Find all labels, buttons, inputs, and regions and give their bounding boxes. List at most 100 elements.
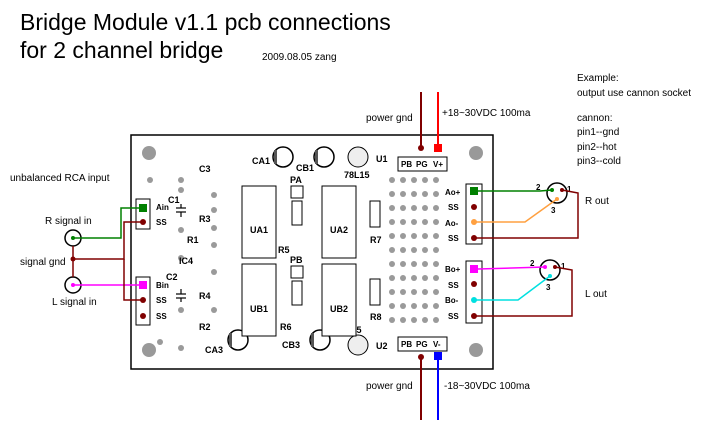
- cap-ca1-label: CA1: [252, 156, 270, 166]
- xlr-r-pin2: 2: [536, 183, 541, 192]
- pin-label-bo-plus: Bo+: [445, 265, 461, 274]
- power-top-voltage: +18~30VDC 100ma: [442, 108, 531, 119]
- cap-cb1: [313, 146, 335, 168]
- proto-pad: [389, 317, 395, 323]
- xlr-l-pin3: 3: [546, 283, 551, 292]
- regulator-u1: [347, 146, 369, 168]
- board-pad: [211, 225, 217, 231]
- proto-pad: [389, 303, 395, 309]
- cap-ca3-label: CA3: [205, 345, 223, 355]
- res-r3-label: R3: [199, 214, 211, 224]
- input-heading: unbalanced RCA input: [10, 173, 110, 184]
- wire-gnd-a: [73, 221, 143, 260]
- proto-pad: [422, 219, 428, 225]
- pin-label-ain: Ain: [156, 203, 169, 212]
- proto-pad: [422, 317, 428, 323]
- proto-pad: [389, 289, 395, 295]
- proto-pad: [422, 177, 428, 183]
- pin-label-vplus: V+: [433, 160, 443, 169]
- cap-c2-symbol: [176, 289, 186, 302]
- pin-label-pg-top: PG: [416, 160, 428, 169]
- chip-ub2: [321, 263, 357, 337]
- cap-cb3-label: CB3: [282, 340, 300, 350]
- pin-label-bo-ss2: SS: [448, 312, 459, 321]
- power-gnd-top-label: power gnd: [366, 113, 413, 124]
- proto-pad: [433, 317, 439, 323]
- res-r2-label: R2: [199, 322, 211, 332]
- pin-label-bo-ss1: SS: [448, 281, 459, 290]
- wire-gnd-b: [123, 259, 143, 301]
- proto-pad: [400, 191, 406, 197]
- proto-pad: [433, 205, 439, 211]
- proto-pad: [389, 191, 395, 197]
- proto-pad: [422, 261, 428, 267]
- wire-l-hot: [477, 266, 546, 270]
- mount-hole-tl: [142, 146, 156, 160]
- proto-pad: [411, 177, 417, 183]
- pin-label-ss-b2: SS: [156, 312, 167, 321]
- mount-hole-br: [469, 343, 483, 357]
- proto-pad: [422, 275, 428, 281]
- xlr-l-pin1: 1: [561, 262, 566, 271]
- cap-c3-label: C3: [199, 164, 211, 174]
- regulator-u2-label: U2: [376, 341, 388, 351]
- chip-ua1: [241, 185, 277, 259]
- cap-c1-label: C1: [168, 195, 180, 205]
- regulator-u1-label: U1: [376, 154, 388, 164]
- res-r7-label: R7: [370, 235, 382, 245]
- board-pad: [157, 339, 163, 345]
- proto-pad: [400, 303, 406, 309]
- pot-pa: [290, 185, 304, 199]
- chip-ua1-label: UA1: [250, 225, 268, 235]
- pin-label-ao-ss2: SS: [448, 234, 459, 243]
- pin-bo-plus: [470, 265, 478, 273]
- power-header-bottom: [397, 336, 448, 352]
- prototype-area: [147, 177, 439, 351]
- board-pad: [211, 269, 217, 275]
- xlr-l-pin2: 2: [530, 259, 535, 268]
- proto-pad: [433, 261, 439, 267]
- wire-l-gnd: [474, 266, 573, 317]
- pin-vminus: [434, 352, 442, 360]
- pin-label-ss-b1: SS: [156, 296, 167, 305]
- cap-ic4-label: IC4: [179, 256, 193, 266]
- regulator-u2: [347, 334, 369, 356]
- res-r6: [291, 280, 303, 306]
- example-pin2: pin2--hot: [577, 142, 617, 153]
- pin-label-ss-a: SS: [156, 218, 167, 227]
- proto-pad: [433, 289, 439, 295]
- proto-pad: [400, 205, 406, 211]
- cap-c2-label: C2: [166, 272, 178, 282]
- res-r6-label: R6: [280, 322, 292, 332]
- proto-pad: [400, 317, 406, 323]
- res-r8: [369, 278, 381, 306]
- res-r4-label: R4: [199, 291, 211, 301]
- board-pad: [178, 255, 184, 261]
- pin-pg-bottom: [418, 354, 424, 360]
- wire-r-signal: [73, 207, 139, 239]
- pot-pa-label: PA: [290, 175, 302, 185]
- pin-pg-top: [418, 145, 424, 151]
- proto-pad: [389, 177, 395, 183]
- proto-pad: [422, 205, 428, 211]
- pin-vplus: [434, 144, 442, 152]
- proto-pad: [389, 219, 395, 225]
- res-r1-label: R1: [187, 235, 199, 245]
- board-pad: [178, 345, 184, 351]
- proto-pad: [411, 247, 417, 253]
- diagram-date: 2009.08.05 zang: [262, 52, 337, 63]
- pin-label-ao-plus: Ao+: [445, 188, 461, 197]
- res-r7: [369, 200, 381, 228]
- power-header-top: [397, 156, 448, 172]
- pin-bin: [139, 281, 147, 289]
- output-header-a: [465, 183, 483, 245]
- proto-pad: [411, 219, 417, 225]
- power-bottom-voltage: -18~30VDC 100ma: [444, 381, 530, 392]
- proto-pad: [433, 177, 439, 183]
- pin-label-bo-minus: Bo-: [445, 296, 459, 305]
- proto-pad: [433, 275, 439, 281]
- proto-pad: [411, 303, 417, 309]
- example-pin1: pin1--gnd: [577, 127, 619, 138]
- cap-c1-symbol: [176, 204, 186, 217]
